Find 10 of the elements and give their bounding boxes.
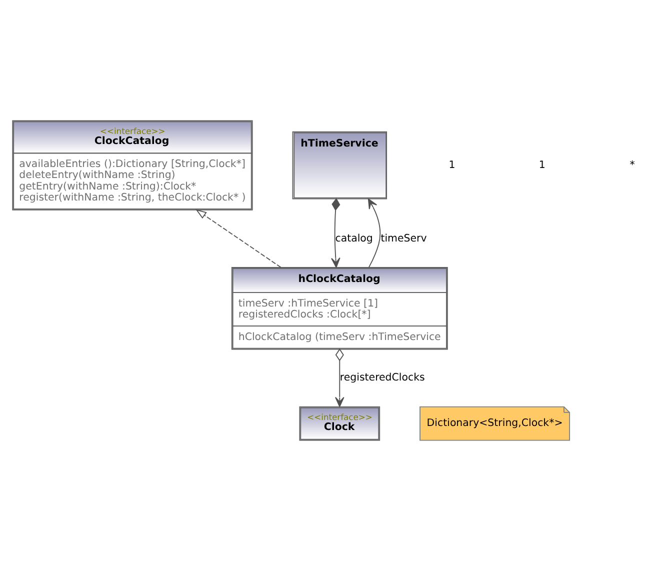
label: * [630,160,635,171]
edge-label: registeredClocks [340,372,425,384]
arrow [195,209,282,268]
arrow [331,198,340,268]
arrow [335,348,344,408]
label: 1 [448,160,456,171]
arrow [368,198,381,268]
edge-label: timeServ [380,233,427,244]
edge-label: catalog [335,233,373,244]
label: 1 [538,160,546,171]
